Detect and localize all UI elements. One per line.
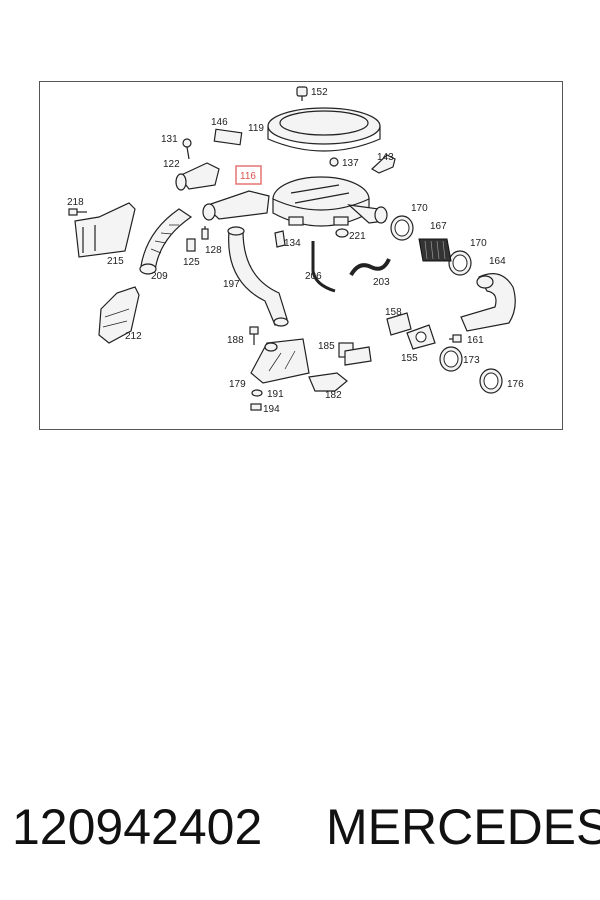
part-197-intake-hose (227, 226, 289, 327)
part-188-bolt (249, 326, 259, 345)
part-146-plate (213, 128, 243, 146)
part-143-bracket (370, 154, 396, 174)
callout-152: 152 (311, 87, 328, 98)
callout-125: 125 (183, 257, 200, 268)
callout-170-a: 170 (411, 203, 428, 214)
callout-197: 197 (223, 279, 240, 290)
part-155-flange (406, 324, 436, 350)
callout-134: 134 (284, 238, 301, 249)
part-125-valve (186, 238, 196, 252)
part-173-ring (439, 346, 463, 372)
callout-209: 209 (151, 271, 168, 282)
callout-191: 191 (267, 389, 284, 400)
part-206-tube (311, 241, 336, 293)
callout-182: 182 (325, 390, 342, 401)
part-170-clamp-a (390, 215, 414, 241)
callout-128: 128 (205, 245, 222, 256)
callout-221: 221 (349, 231, 366, 242)
callout-167: 167 (430, 221, 447, 232)
callout-146: 146 (211, 117, 228, 128)
callout-116-highlight (235, 165, 262, 185)
part-161-screw (449, 334, 462, 343)
part-191-washer (251, 389, 263, 397)
callout-194: 194 (263, 404, 280, 415)
callout-176: 176 (507, 379, 524, 390)
part-131-screw (182, 138, 192, 160)
part-215-bracket (74, 202, 136, 258)
callout-185: 185 (318, 341, 335, 352)
part-158-gasket (386, 312, 412, 336)
part-152-nut (296, 86, 308, 101)
parts-diagram: 152 119 146 131 137 143 122 116 (67, 86, 524, 415)
part-218-screw (68, 208, 87, 216)
callout-206: 206 (305, 271, 322, 282)
part-134-clip (274, 230, 286, 248)
part-170-clamp-b (448, 250, 472, 276)
callout-188: 188 (227, 335, 244, 346)
part-194-nut (250, 403, 262, 411)
part-164-elbow-hose (460, 273, 516, 332)
part-209-corrugated-hose (139, 208, 193, 275)
callout-170-b: 170 (470, 238, 487, 249)
callout-131: 131 (161, 134, 178, 145)
part-119-filter-element (267, 107, 381, 152)
part-number: 120942402 (12, 799, 263, 855)
part-182-bracket (308, 372, 348, 392)
part-179-mount (250, 338, 310, 384)
part-185-sensor (338, 342, 372, 366)
callout-215: 215 (107, 256, 124, 267)
callout-173: 173 (463, 355, 480, 366)
part-167-bellows (418, 238, 452, 262)
callout-179: 179 (229, 379, 246, 390)
part-212-bracket (98, 286, 140, 344)
callout-137: 137 (342, 158, 359, 169)
callout-164: 164 (489, 256, 506, 267)
callout-158: 158 (385, 307, 402, 318)
callout-218: 218 (67, 197, 84, 208)
part-116-intake-duct (202, 190, 270, 221)
callout-212: 212 (125, 331, 142, 342)
brand-name: MERCEDES (326, 799, 600, 855)
callout-122: 122 (163, 159, 180, 170)
callout-116: 116 (240, 171, 256, 182)
part-air-cleaner-housing (272, 176, 388, 227)
part-203-hose (349, 258, 391, 277)
part-122-intake-snorkel (175, 162, 220, 191)
callout-203: 203 (373, 277, 390, 288)
part-137-clip (329, 157, 339, 167)
callout-143: 143 (377, 152, 394, 163)
part-128-fitting (201, 226, 209, 240)
part-221-grommet (335, 228, 349, 238)
part-176-clamp (479, 368, 503, 394)
callout-161: 161 (467, 335, 484, 346)
callout-155: 155 (401, 353, 418, 364)
callout-119: 119 (248, 123, 264, 134)
